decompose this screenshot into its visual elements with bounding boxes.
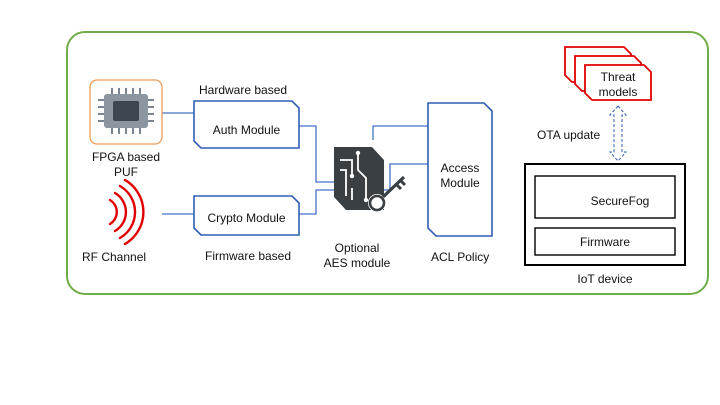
aes-module-label: Optional AES module: [323, 241, 391, 270]
hardware-based-label: Hardware based: [199, 83, 288, 97]
access-module-label: Access Module: [440, 161, 480, 190]
circuit-key-icon: [334, 147, 407, 212]
rf-waves-icon: [108, 178, 145, 246]
crypto-module-label: Crypto Module: [207, 211, 286, 225]
fpga-chip-icon: [89, 79, 163, 145]
rf-channel-label: RF Channel: [82, 250, 147, 264]
fpga-label: FPGA based PUF: [91, 150, 161, 179]
auth-module-box: [193, 100, 300, 149]
iot-device-label: IoT device: [577, 272, 633, 286]
ota-update-label: OTA update: [537, 128, 601, 142]
system-frame: [66, 31, 709, 295]
securefog-box: [534, 175, 676, 219]
ota-update-arrow: [608, 105, 628, 162]
crypto-module-box: [193, 195, 300, 236]
threat-models-stack: [564, 46, 652, 101]
threat-models-label: Threat models: [598, 70, 638, 99]
acl-policy-label: ACL Policy: [431, 250, 490, 264]
firmware-label: Firmware: [580, 235, 630, 249]
firmware-box: [534, 227, 676, 256]
firmware-based-label: Firmware based: [205, 249, 292, 263]
access-module-box: [427, 102, 493, 237]
securefog-label: SecureFog: [590, 194, 650, 208]
auth-module-label: Auth Module: [212, 123, 281, 137]
